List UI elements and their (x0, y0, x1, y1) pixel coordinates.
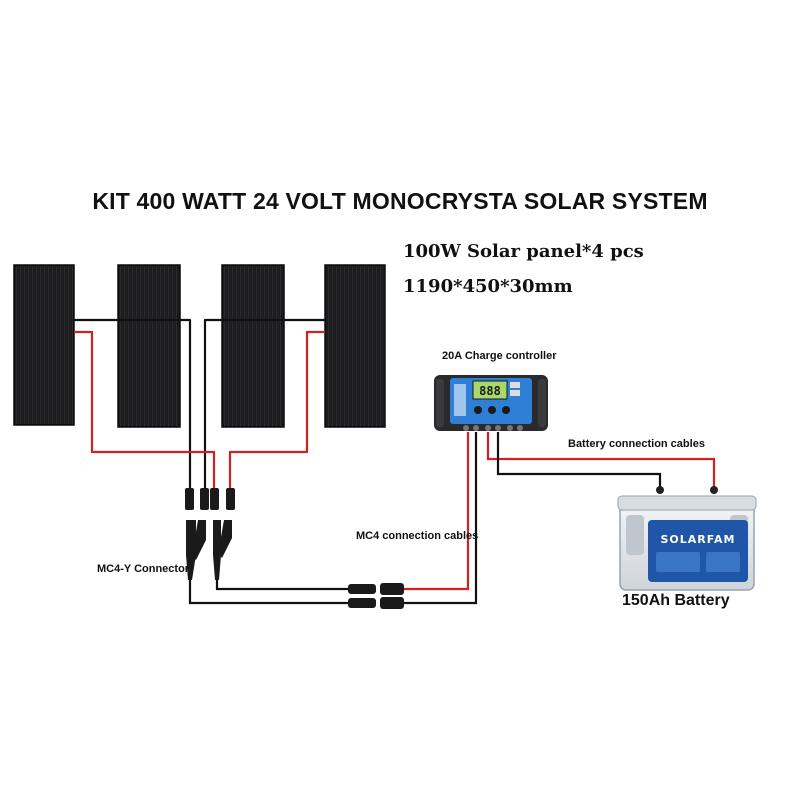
battery-positive-cable (486, 432, 716, 488)
mc4-y-connector-label: MC4-Y Connector (97, 563, 190, 575)
charge-controller-label: 20A Charge controller (442, 350, 557, 362)
panel-quantity-label: 100W Solar panel*4 pcs (403, 241, 644, 262)
mc4-positive-cable (215, 580, 350, 591)
battery-cables-label: Battery connection cables (568, 438, 705, 450)
mc4-cables-label: MC4 connection cables (356, 530, 479, 542)
battery-label: 150Ah Battery (622, 592, 730, 609)
mc4-inline-connectors (348, 583, 404, 609)
panel-wiring (74, 318, 325, 490)
solar-panel-4 (324, 264, 386, 428)
battery-negative-cable (496, 432, 662, 488)
mc4-y-connector (186, 520, 232, 580)
solar-panel-3 (221, 264, 285, 428)
controller-display-text: 888 (479, 384, 501, 398)
mc4-cable-wiring (188, 432, 716, 605)
solar-panel-2 (117, 264, 181, 428)
diagram-title: KIT 400 WATT 24 VOLT MONOCRYSTA SOLAR SY… (92, 188, 708, 214)
mc4-negative-cable (188, 580, 350, 605)
panel-1-positive-wire (74, 330, 216, 490)
battery: SOLARFAM (617, 486, 757, 591)
panel-4-negative-wire (203, 318, 325, 490)
controller-pv-negative (400, 432, 478, 605)
controller-pv-positive (400, 432, 470, 591)
charge-controller: 888 (434, 375, 548, 431)
mc4-connectors-top (185, 488, 235, 510)
battery-brand-text: SOLARFAM (661, 533, 736, 546)
panel-4-positive-wire (228, 330, 325, 490)
panel-1-negative-wire (74, 318, 192, 490)
solar-panel-1 (13, 264, 75, 426)
panel-dimensions-label: 1190*450*30mm (403, 276, 573, 297)
